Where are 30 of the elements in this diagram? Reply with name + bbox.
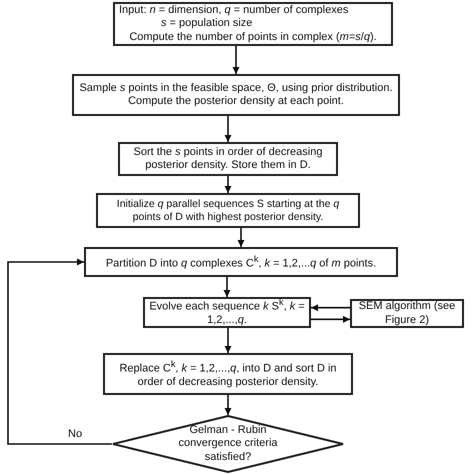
- arrow: [224, 277, 230, 297]
- arrow: [232, 46, 240, 74]
- process-text: Initialize q parallel sequences S starting at the q points of D with highest posterior density.: [116, 198, 340, 224]
- decision-text: Gelman - Rubin convergence criteria satisfied?: [177, 424, 279, 464]
- process-box: [350, 299, 464, 328]
- arrow: [224, 116, 232, 142]
- process-text: s = population size: [160, 17, 252, 31]
- arrow: [311, 316, 350, 323]
- edge-label: No: [66, 428, 84, 440]
- process-text: Sample s points in the feasible space, Θ, using prior distribution. Compute the posterior density at each point.: [78, 82, 394, 108]
- arrow: [224, 328, 232, 353]
- process-text: Partition D into q complexes C$^{k}$, k = 1,2,...q of m points.: [106, 254, 376, 270]
- process-text: Compute the number of points in complex (m=s/q).: [129, 30, 377, 44]
- process-text: Replace C$^{k}$, k = 1,2,...,q, into D and sort D in order of decreasing posterior density.: [118, 358, 338, 390]
- process-box: [84, 247, 398, 277]
- process-box: [96, 193, 360, 228]
- arrow: [224, 176, 232, 193]
- process-text: Evolve each sequence k S$^{k}$, k = 1,2,...,q.: [149, 297, 305, 328]
- process-text: Input: n = dimension, q = number of complexes: [119, 4, 348, 18]
- process-text: SEM algorithm (see Figure 2): [358, 300, 456, 327]
- process-text: Sort the s points in order of decreasing posterior density. Store them in D.: [132, 146, 324, 172]
- decision-diamond: [112, 415, 344, 473]
- arrow: [224, 395, 232, 415]
- arrow: [238, 228, 244, 247]
- arrow: [7, 258, 112, 445]
- process-box: [103, 353, 353, 395]
- process-box: [113, 2, 393, 46]
- process-box: [118, 142, 338, 176]
- arrow: [311, 304, 350, 312]
- process-box: [72, 74, 400, 116]
